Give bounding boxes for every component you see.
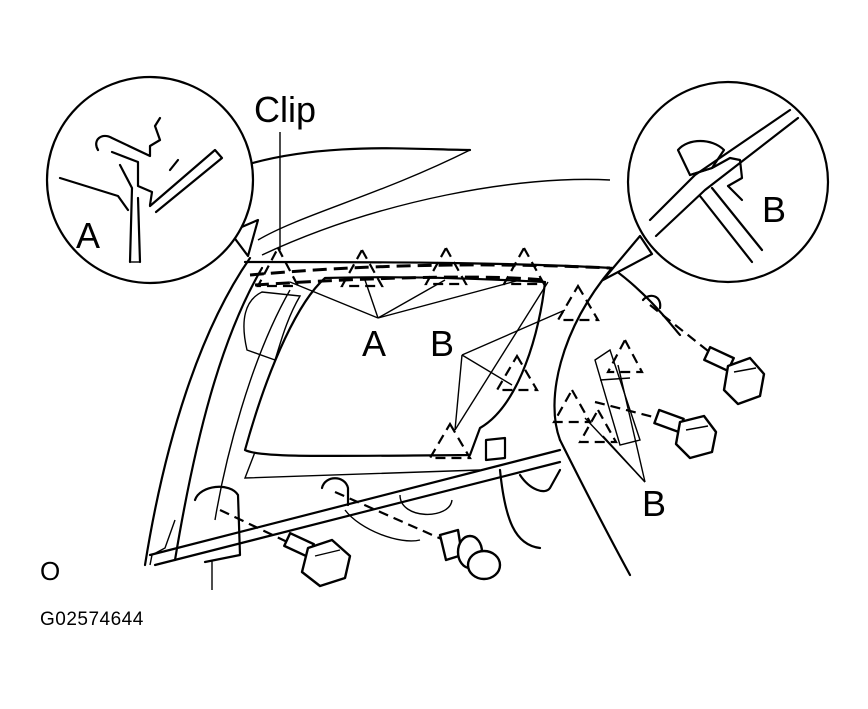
clip-marker — [340, 247, 384, 288]
bolt — [703, 345, 766, 406]
clip-marker — [502, 245, 546, 286]
retainer-marker — [552, 387, 592, 424]
clip-markers — [256, 245, 546, 288]
clip-marker — [256, 245, 300, 288]
bolt — [283, 531, 352, 588]
headliner-seam-lower — [254, 275, 546, 287]
bolt — [653, 408, 718, 460]
leader-lines — [279, 132, 646, 483]
body-outline — [143, 147, 682, 567]
detail-circle-b — [601, 80, 830, 284]
retainer-marker — [606, 337, 644, 374]
retainer-marker — [428, 421, 472, 460]
clip-label: Clip — [254, 89, 317, 130]
retainer-marker — [495, 353, 539, 392]
clip-marker — [424, 245, 468, 286]
quarter-window — [243, 276, 547, 479]
lower-trim — [148, 294, 662, 590]
detail-circle-a — [45, 75, 260, 285]
callout-b-left-label: B — [430, 323, 455, 364]
retainer-marker — [556, 283, 600, 322]
headliner-seam — [249, 263, 611, 277]
figure-code: G02574644 — [40, 609, 144, 630]
marker-label: O — [40, 556, 61, 586]
callout-b-right-label: B — [642, 483, 667, 524]
callout-a-label: A — [362, 323, 387, 364]
push-clip — [438, 528, 502, 581]
detail-a-label: A — [76, 215, 101, 256]
retainer-markers — [428, 283, 644, 460]
retainer-marker — [578, 407, 618, 444]
detail-b-label: B — [762, 189, 787, 230]
